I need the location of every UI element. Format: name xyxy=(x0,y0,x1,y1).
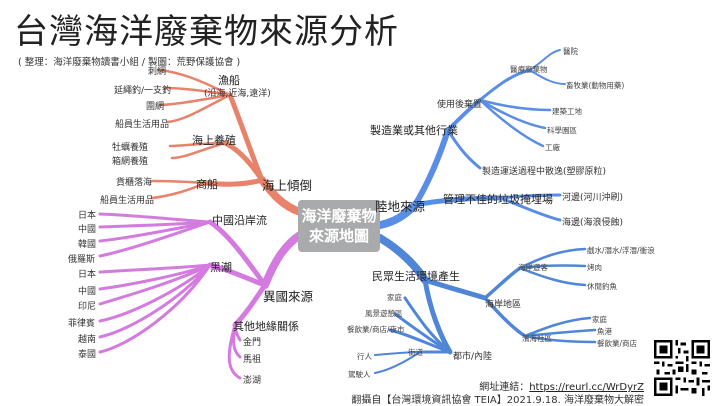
industry-label: 製造業或其他行業 xyxy=(370,124,458,137)
merchant-item: 船員生活用品 xyxy=(100,196,155,206)
china-coast-item: 日本 xyxy=(78,211,97,221)
poor-landfill-label: 管理不佳的垃圾掩埋場 xyxy=(443,193,553,206)
china-coast-label: 中國沿岸流 xyxy=(212,214,267,227)
coast-community-item: 魚港 xyxy=(597,327,612,336)
china-coast-item: 韓國 xyxy=(78,240,97,250)
fishing-item: 延繩釣/一支釣 xyxy=(114,86,172,96)
footer-url-label: 網址連結： xyxy=(479,382,530,393)
sea-label: 海上傾倒 xyxy=(262,178,313,193)
other-relation-item: 馬祖 xyxy=(243,355,262,365)
sea-branches xyxy=(150,68,304,216)
footer-source: 翻攝自【台灣環境資訊協會 TEIA】2021.9.18. 海洋廢棄物大解密 xyxy=(351,395,644,406)
footer-link-line: 網址連結：https://reurl.cc/WrDyrZ xyxy=(479,378,644,393)
center-line-2: 來源地圖 xyxy=(308,227,369,245)
coast-visitor-item: 烤肉 xyxy=(587,263,602,272)
medical-waste-label: 醫療廢棄物 xyxy=(510,65,548,74)
aquaculture-label: 海上養殖 xyxy=(192,134,236,147)
coast-visitor-item: 戲水/潛水/浮潛/衝浪 xyxy=(587,246,655,255)
coast-visitor-label: 海岸遊客 xyxy=(518,263,548,272)
coast-visitor-item: 休閒釣魚 xyxy=(587,282,617,291)
land-label: 陸地來源 xyxy=(375,199,426,214)
use-item: 工廠 xyxy=(545,143,560,152)
center-line-1: 海洋廢棄物 xyxy=(301,207,377,225)
kuroshio-label: 黑潮 xyxy=(210,261,232,274)
medical-item: 畜牧業(動物用藥) xyxy=(566,81,625,90)
merchant-label: 商船 xyxy=(196,178,218,191)
kuroshio-item: 泰國 xyxy=(78,350,97,360)
footer-url-link[interactable]: https://reurl.cc/WrDyrZ xyxy=(529,382,644,393)
aquaculture-item: 箱網養殖 xyxy=(112,157,149,167)
poor-landfill-item: 海邊(海浪侵蝕) xyxy=(562,218,624,228)
life-label: 民眾生活環境產生 xyxy=(372,270,460,283)
fishing-item: 圍網 xyxy=(146,102,165,112)
use-item: 建築工地 xyxy=(552,107,582,116)
china-coast-item: 俄羅斯 xyxy=(68,255,96,265)
use-item: 科學園區 xyxy=(547,126,577,135)
merchant-item: 貨櫃落海 xyxy=(116,178,153,188)
china-coast-item: 中國 xyxy=(78,225,97,235)
street-item: 行人 xyxy=(357,352,372,361)
street-label: 街道 xyxy=(408,348,423,357)
city-item: 家庭 xyxy=(387,293,402,302)
transport-loss-label: 製造運送過程中散逸(塑膠原粒) xyxy=(482,167,607,177)
coast-area-label: 海岸地區 xyxy=(485,300,522,310)
street-item: 駕駛人 xyxy=(348,370,371,379)
kuroshio-item: 菲律賓 xyxy=(68,319,96,329)
other-relation-item: 澎湖 xyxy=(243,376,262,386)
page-title: 台灣海洋廢棄物來源分析 xyxy=(14,12,399,52)
kuroshio-item: 印尼 xyxy=(78,302,97,312)
land-branches xyxy=(376,49,566,229)
aquaculture-item: 牡蠣養殖 xyxy=(112,143,149,153)
qr-code-icon xyxy=(654,340,710,396)
kuroshio-item: 越南 xyxy=(78,335,97,345)
fishing-item: 刺網 xyxy=(148,67,167,77)
poor-landfill-item: 河邊(河川沖刷) xyxy=(562,193,624,203)
medical-item: 醫院 xyxy=(563,47,578,56)
other-relation-item: 金門 xyxy=(243,338,262,348)
life-branches xyxy=(374,234,597,374)
kuroshio-item: 中國 xyxy=(78,287,97,297)
fishing-sub-label: (沿海,近海,遠洋) xyxy=(204,89,271,99)
coast-community-item: 餐飲業/商店 xyxy=(597,339,638,348)
coast-community-label: 濱海社區 xyxy=(522,334,552,343)
city-inland-label: 都市/內陸 xyxy=(453,352,493,362)
foreign-branches xyxy=(98,212,304,380)
use-discard-label: 使用後棄置 xyxy=(437,100,483,110)
foreign-label: 異國來源 xyxy=(263,289,314,304)
city-item: 餐飲業/商店/夜市 xyxy=(347,325,405,334)
fishing-label: 漁船 xyxy=(218,74,240,87)
center-node: 海洋廢棄物 來源地圖 xyxy=(298,200,380,252)
coast-community-item: 家庭 xyxy=(592,315,607,324)
fishing-item: 船員生活用品 xyxy=(115,120,170,130)
city-item: 風景遊憩區 xyxy=(365,309,403,318)
other-relation-label: 其他地緣關係 xyxy=(233,320,299,333)
page-subtitle: ( 整理：海洋廢棄物讀書小組 / 製圖：荒野保護協會 ) xyxy=(18,57,241,68)
kuroshio-item: 日本 xyxy=(78,270,97,280)
